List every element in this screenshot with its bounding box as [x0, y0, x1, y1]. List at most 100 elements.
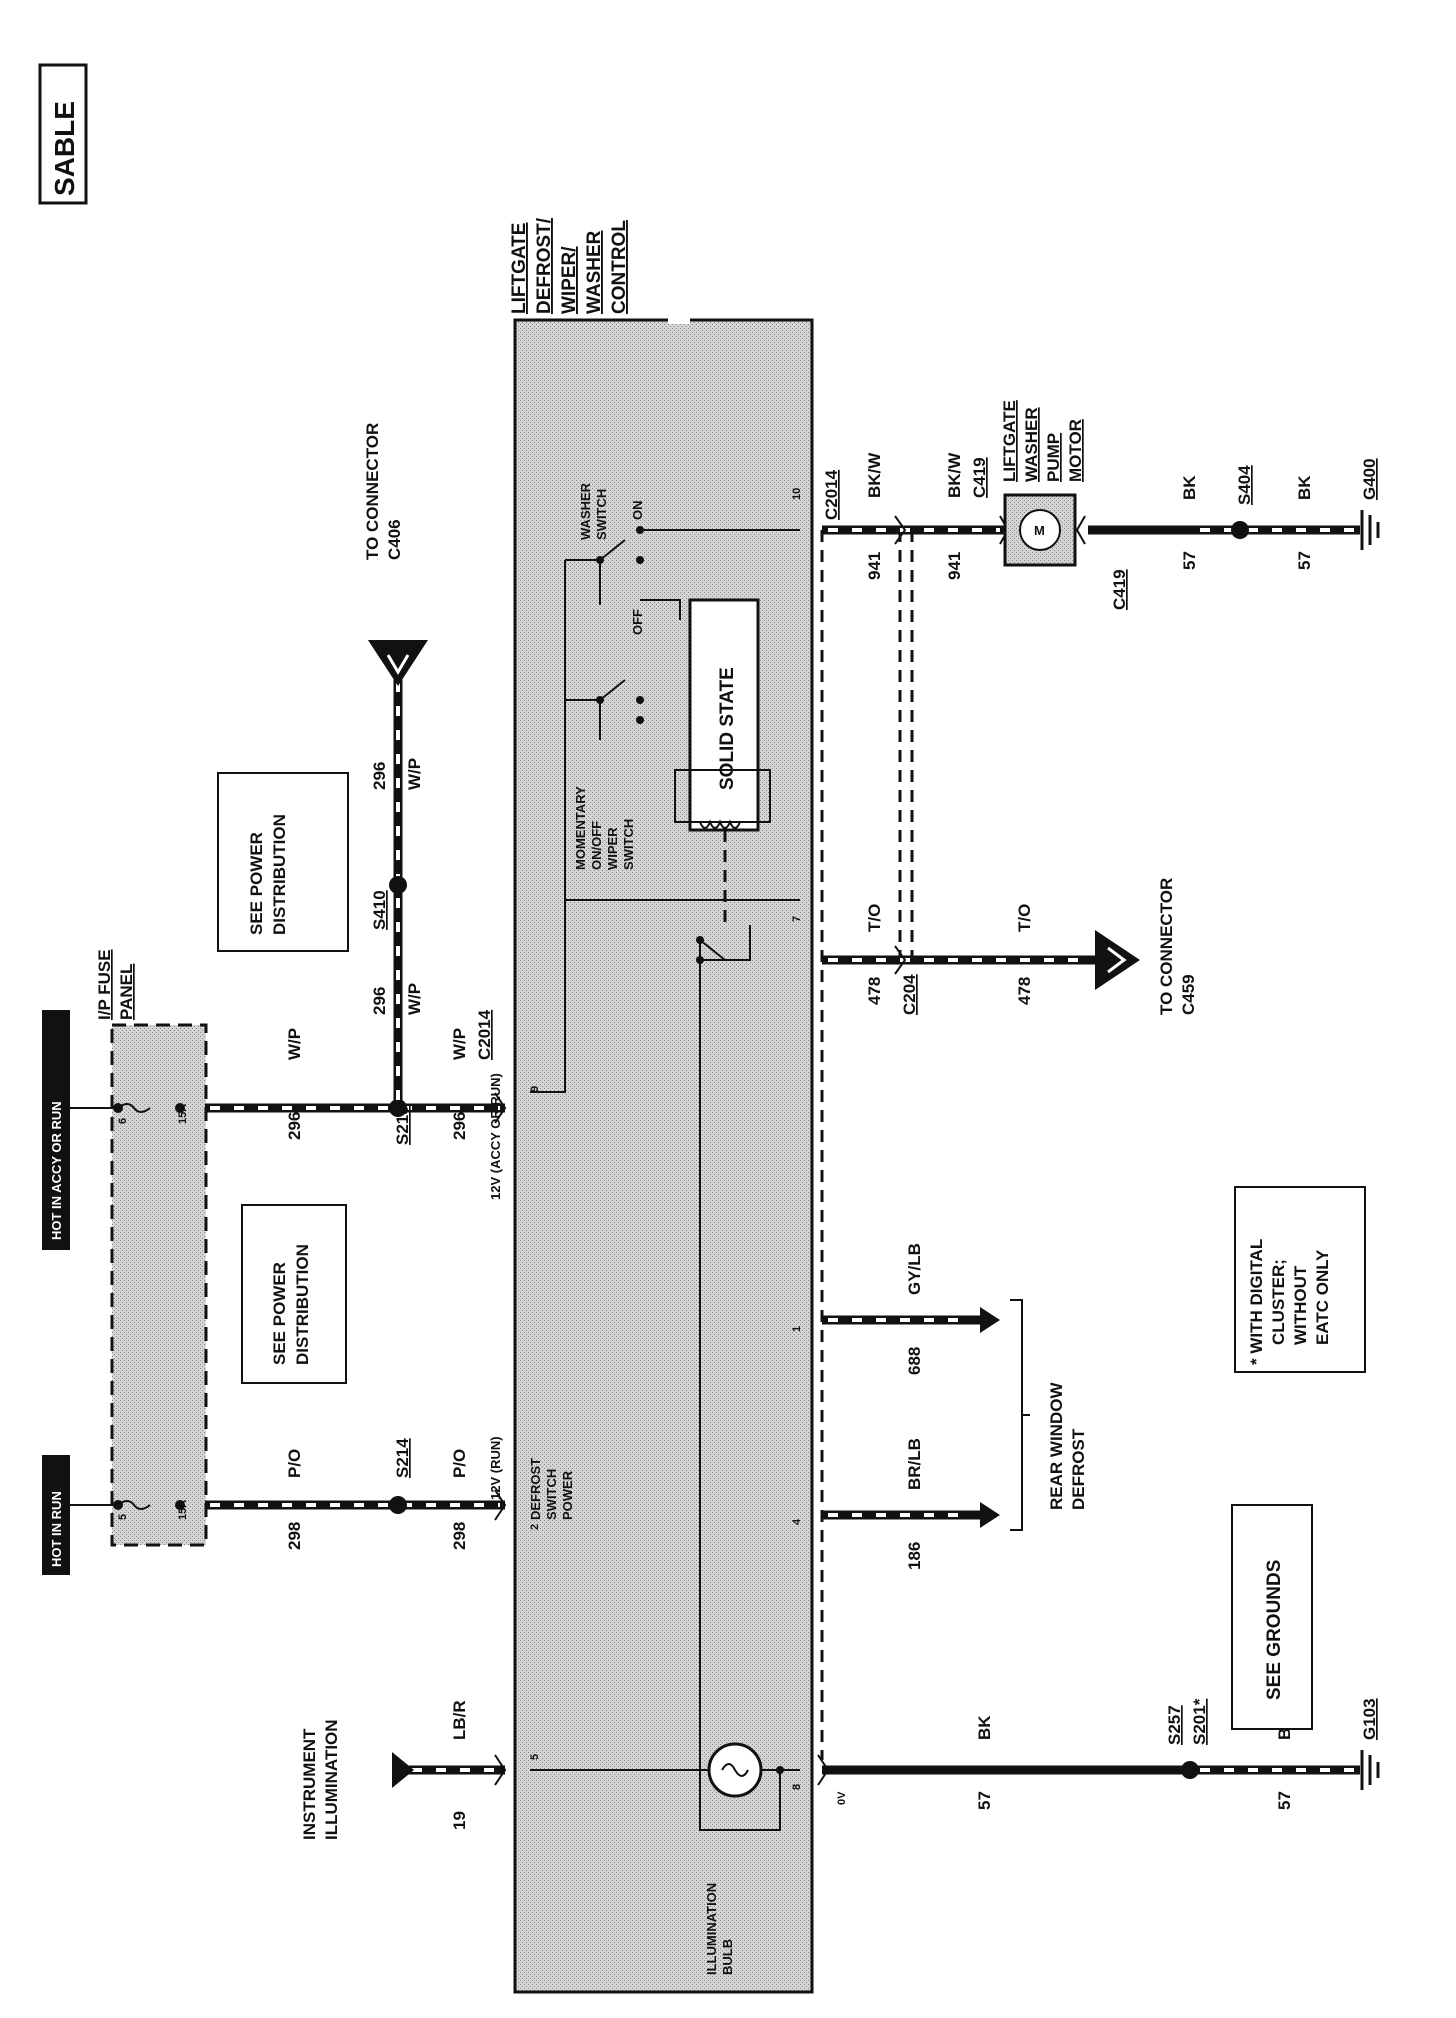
splice-s404: S404 — [1235, 465, 1254, 505]
hot-in-accy-label: HOT IN ACCY OR RUN — [49, 1101, 64, 1240]
to-c459-label-2: C459 — [1179, 974, 1198, 1015]
wire-57-number-b: 57 — [1295, 551, 1314, 570]
digital-cluster-line-4: EATC ONLY — [1313, 1249, 1332, 1345]
wire-19 — [392, 1752, 507, 1788]
fuse-panel: HOT IN RUN HOT IN ACCY OR RUN I/P FUSE P… — [42, 949, 208, 1575]
illum-bulb-label-2: BULB — [720, 1939, 735, 1975]
washer-off-label: OFF — [630, 609, 645, 635]
digital-cluster-line-1: * WITH DIGITAL — [1247, 1239, 1266, 1365]
solid-state-block: SOLID STATE — [674, 598, 771, 832]
wire-296-color-b: W/P — [450, 1028, 469, 1060]
see-grounds-label: SEE GROUNDS — [1264, 1560, 1285, 1700]
wire-57-number-c: 57 — [975, 1791, 994, 1810]
see-power-distribution-box-2: SEE POWER DISTRIBUTION — [217, 772, 349, 952]
splice-s257: S257 — [1165, 1705, 1184, 1745]
wire-298-color-a: P/O — [285, 1449, 304, 1478]
washer-motor-label-3: PUMP — [1044, 433, 1063, 482]
see-power-1-line-1: SEE POWER — [270, 1262, 289, 1365]
rear-window-label-2: DEFROST — [1069, 1428, 1088, 1510]
wire-296 — [205, 640, 507, 1124]
wiper-switch-label-4: SWITCH — [621, 819, 636, 870]
washer-switch-label-1: WASHER — [578, 482, 593, 540]
wire-57-number-d: 57 — [1275, 1791, 1294, 1810]
see-power-distribution-box-1: SEE POWER DISTRIBUTION — [241, 1204, 347, 1384]
module-title-line-5: CONTROL — [609, 220, 630, 314]
washer-motor-label-1: LIFTGATE — [1000, 400, 1019, 482]
wire-688-number: 688 — [905, 1347, 924, 1375]
wire-941-number-a: 941 — [865, 552, 884, 580]
fuse-panel-title-1: I/P FUSE — [95, 949, 114, 1020]
washer-on-label: ON — [630, 501, 645, 521]
fuse-panel-title-2: PANEL — [117, 964, 136, 1020]
wire-478-color-b: T/O — [1015, 904, 1034, 932]
solid-state-label: SOLID STATE — [717, 667, 738, 790]
rear-defrost-bracket — [1010, 1299, 1030, 1531]
fuse-a-number: 5 — [117, 1514, 129, 1520]
module-title-line-3: WIPER/ — [559, 246, 580, 314]
rear-window-label-1: REAR WINDOW — [1047, 1382, 1066, 1510]
washer-switch — [596, 526, 644, 564]
connector-c419-b: C419 — [1110, 569, 1129, 610]
wire-688-color: GY/LB — [905, 1243, 924, 1295]
module-title-line-2: DEFROST/ — [534, 217, 555, 314]
see-power-2-line-2: DISTRIBUTION — [270, 814, 289, 935]
ground-g103: G103 — [1360, 1698, 1379, 1740]
connector-c2014-b: C2014 — [822, 469, 841, 520]
wire-941-number-b: 941 — [945, 552, 964, 580]
illumination-bulb — [707, 1742, 784, 1798]
digital-cluster-note: * WITH DIGITAL CLUSTER; WITHOUT EATC ONL… — [1234, 1186, 1366, 1373]
internal-wire-pin9 — [530, 899, 800, 1093]
wire-296-number-c: 296 — [370, 987, 389, 1015]
washer-pump-motor: M — [1003, 493, 1086, 567]
liftgate-control-module: LIFTGATE DEFROST/ WIPER/ WASHER CONTROL — [488, 217, 848, 1994]
pin-9: 9 — [529, 1086, 541, 1092]
wire-57-color-a: BK — [1180, 475, 1199, 500]
splice-s215: S215 — [393, 1105, 412, 1145]
fuse-a-amp: 15A — [177, 1500, 189, 1520]
defrost-power-label-2: SWITCH — [544, 1469, 559, 1520]
illum-bulb-label-1: ILLUMINATION — [704, 1883, 719, 1975]
wire-941 — [822, 515, 1010, 545]
voltage-run-label: 12V (RUN) — [488, 1436, 503, 1500]
module-title-line-1: LIFTGATE — [509, 223, 530, 314]
voltage-accy-label: 12V (ACCY OR RUN) — [488, 1073, 503, 1200]
wire-298 — [205, 1489, 507, 1521]
pin-5: 5 — [529, 1754, 541, 1760]
see-power-1-line-2: DISTRIBUTION — [293, 1244, 312, 1365]
wire-296-number-a: 296 — [285, 1112, 304, 1140]
defrost-power-label-3: POWER — [560, 1470, 575, 1520]
internal-wire-illum — [699, 940, 781, 1831]
to-c406-label-1: TO CONNECTOR — [363, 423, 382, 560]
digital-cluster-line-2: CLUSTER; — [1269, 1259, 1288, 1345]
connector-c204: C204 — [900, 974, 919, 1015]
wire-57-color-b: BK — [1295, 475, 1314, 500]
instrument-label-1: INSTRUMENT — [300, 1728, 319, 1840]
to-c406-label-2: C406 — [385, 519, 404, 560]
wire-941-color-b: BK/W — [945, 452, 964, 498]
wire-57-number-a: 57 — [1180, 551, 1199, 570]
to-c459-label-1: TO CONNECTOR — [1157, 878, 1176, 1015]
connector-c419-a: C419 — [970, 457, 989, 498]
pin-4: 4 — [791, 1518, 803, 1525]
washer-motor-label-4: MOTOR — [1066, 419, 1085, 482]
digital-cluster-line-3: WITHOUT — [1291, 1265, 1310, 1345]
motor-symbol: M — [1034, 523, 1045, 538]
wire-298-number-a: 298 — [285, 1522, 304, 1550]
hot-in-run-label: HOT IN RUN — [49, 1491, 64, 1567]
fuse-b-number: 6 — [117, 1118, 129, 1124]
fuse-b-amp: 15A — [177, 1104, 189, 1124]
pin-10: 10 — [791, 488, 803, 500]
wire-296-number-d: 296 — [370, 762, 389, 790]
wire-941-color-a: BK/W — [865, 452, 884, 498]
ground-g400: G400 — [1360, 458, 1379, 500]
wire-296-color-c: W/P — [405, 983, 424, 1015]
wire-688 — [822, 1307, 1000, 1333]
instrument-label-2: ILLUMINATION — [322, 1719, 341, 1840]
wire-57-color-c: BK — [975, 1715, 994, 1740]
wire-19-number: 19 — [450, 1811, 469, 1830]
wire-478-number-b: 478 — [1015, 977, 1034, 1005]
pin-1: 1 — [791, 1326, 803, 1332]
module-title-line-4: WASHER — [584, 230, 605, 314]
see-grounds-box: SEE GROUNDS — [1231, 1504, 1313, 1730]
splice-s201: S201* — [1190, 1698, 1209, 1745]
